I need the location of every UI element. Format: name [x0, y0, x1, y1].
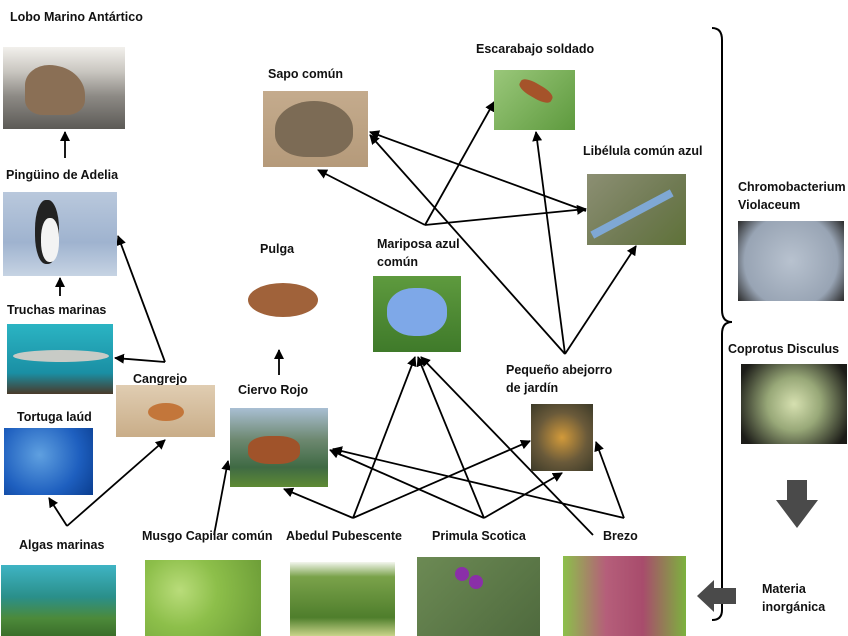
node-label-materia: Materia inorgánica — [762, 580, 825, 616]
birch-photo — [290, 562, 395, 636]
arrow-primula-to-mariposa — [416, 356, 485, 519]
arrow-cangrejo-to-pinguino — [116, 235, 166, 363]
trout-photo — [7, 324, 113, 394]
bumblebee-photo — [531, 404, 593, 471]
node-label-brezo: Brezo — [603, 529, 638, 543]
label-line: Pequeño abejorro — [506, 363, 613, 377]
decomposer-brace — [711, 27, 733, 621]
node-label-mariposa: Mariposa azul común — [377, 235, 460, 271]
arrow-mariposa-to-libelula — [424, 204, 587, 226]
label-line: Chromobacterium — [738, 180, 846, 194]
arrow-abedul-to-mariposa — [352, 356, 417, 519]
primula-photo — [417, 557, 540, 636]
bacteria-plate-photo — [738, 221, 844, 301]
arrow-primula-to-abejorro — [483, 472, 563, 519]
arrow-brezo-to-abejorro — [594, 441, 625, 519]
seaweed-photo — [1, 565, 116, 636]
node-label-pulga: Pulga — [260, 242, 295, 256]
node-label-tortuga: Tortuga laúd — [17, 410, 92, 424]
node-label-escarabajo: Escarabajo soldado — [476, 42, 595, 56]
arrow-cangrejo-to-truchas — [114, 353, 166, 364]
moss-photo — [145, 560, 261, 636]
fungus-photo — [741, 364, 847, 444]
penguin-photo — [3, 192, 117, 276]
arrow-musgo-to-ciervo — [213, 460, 232, 536]
toad-photo — [263, 91, 368, 167]
arrow-abedul-to-ciervo — [283, 487, 354, 519]
node-label-ciervo: Ciervo Rojo — [238, 383, 309, 397]
leatherback-turtle-photo — [4, 428, 93, 495]
butterfly-photo — [373, 276, 461, 352]
red-deer-photo — [230, 408, 328, 487]
node-label-lobo: Lobo Marino Antártico — [10, 10, 143, 24]
arrow-abejorro-to-escarabajo — [532, 131, 566, 355]
arrow-libelula-to-sapo — [369, 130, 587, 212]
node-label-chromo: Chromobacterium Violaceum — [738, 178, 846, 214]
soldier-beetle-photo — [494, 70, 575, 130]
label-line: Violaceum — [738, 198, 801, 212]
flea-photo — [238, 273, 322, 341]
arrow-primula-to-ciervo — [329, 449, 485, 519]
heather-photo — [563, 556, 686, 636]
node-label-musgo: Musgo Capilar común — [142, 529, 273, 543]
dragonfly-photo — [587, 174, 686, 245]
sea-lion-photo — [3, 47, 125, 129]
label-line: Materia — [762, 582, 806, 596]
arrow-abejorro-to-libelula — [564, 245, 637, 355]
node-label-abejorro: Pequeño abejorro de jardín — [506, 361, 612, 397]
node-label-coprotus: Coprotus Disculus — [728, 342, 840, 356]
label-line: Mariposa azul — [377, 237, 460, 251]
node-label-sapo: Sapo común — [268, 67, 344, 81]
arrow-mariposa-to-sapo — [317, 169, 426, 226]
arrow-mariposa-to-escarabajo — [424, 101, 495, 226]
node-label-abedul: Abedul Pubescente — [286, 529, 402, 543]
down-block-arrow — [776, 480, 818, 528]
node-label-algas: Algas marinas — [19, 538, 105, 552]
label-line: de jardín — [506, 381, 559, 395]
node-label-truchas: Truchas marinas — [7, 303, 107, 317]
node-label-libelula: Libélula común azul — [583, 144, 703, 158]
node-label-cangrejo: Cangrejo — [133, 372, 188, 386]
crab-photo — [116, 385, 215, 437]
arrow-algas-to-tortuga — [48, 497, 68, 527]
arrow-abedul-to-abejorro — [352, 440, 531, 519]
label-line: común — [377, 255, 418, 269]
node-label-primula: Primula Scotica — [432, 529, 526, 543]
label-line: inorgánica — [762, 600, 826, 614]
left-block-arrow — [697, 580, 736, 612]
node-label-pinguino: Pingüino de Adelia — [6, 168, 119, 182]
